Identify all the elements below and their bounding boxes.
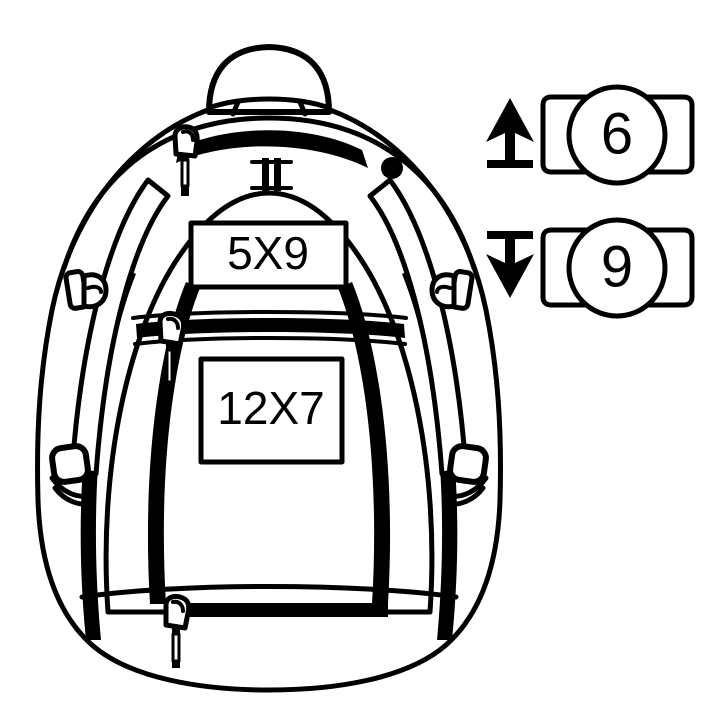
shell-stripe-right <box>402 268 458 640</box>
lower-pocket-label-text: 12X7 <box>217 382 324 434</box>
right-strap-buckle <box>429 269 475 311</box>
right-shoulder-strap <box>367 177 489 507</box>
height-callout: 6 <box>486 84 695 186</box>
left-shoulder-strap <box>49 177 171 507</box>
center-tabs <box>250 158 293 191</box>
top-zipper-pull <box>172 124 200 196</box>
left-square-loop <box>49 443 95 507</box>
badge-9: 9 <box>540 217 695 319</box>
top-zipper <box>176 130 368 168</box>
lower-pocket-label-box: 12X7 <box>198 356 345 465</box>
lid-seam-outer <box>61 115 477 271</box>
badge-6: 6 <box>540 84 695 186</box>
depth-callout: 9 <box>486 217 695 319</box>
badge-9-value: 9 <box>601 234 633 299</box>
bottom-zipper <box>163 593 388 668</box>
front-pocket-label-box: 5X9 <box>188 220 349 290</box>
panel-stripe-left <box>147 282 200 604</box>
down-arrow-icon <box>486 231 534 298</box>
grommet-eyelet <box>381 157 403 179</box>
bottom-panel-band <box>79 584 459 600</box>
right-square-loop <box>443 443 489 507</box>
backpack: 5X9 12X7 <box>35 44 503 693</box>
up-arrow-icon <box>486 98 534 168</box>
badge-6-value: 6 <box>601 101 633 166</box>
panel-stripe-right <box>338 282 391 604</box>
top-handle <box>206 44 332 117</box>
front-pocket-label-text: 5X9 <box>227 227 309 279</box>
shell-stripe-left <box>80 268 136 640</box>
left-strap-buckle <box>63 269 109 311</box>
middle-zipper <box>131 310 408 390</box>
